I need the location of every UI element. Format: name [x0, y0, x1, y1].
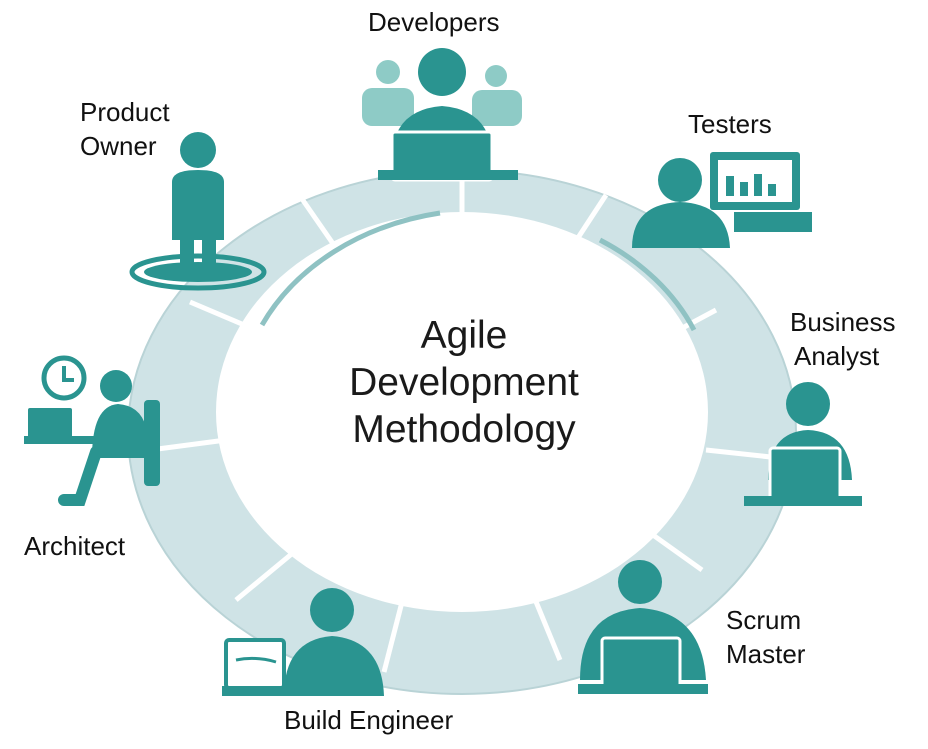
center-title-line-2: Development — [349, 361, 579, 404]
center-title-line-1: Agile — [420, 314, 508, 357]
build-engineer-icon — [222, 588, 384, 696]
scrum-master-icon — [578, 560, 708, 694]
scrum-master-label-line-1: Scrum — [726, 605, 802, 635]
build-engineer-label: Build Engineer — [284, 705, 454, 735]
product-owner-label-line-2: Owner — [80, 131, 157, 161]
methodology-ring — [127, 150, 797, 695]
testers-label: Testers — [688, 109, 772, 139]
developers-label: Developers — [368, 7, 500, 37]
developers-icon — [362, 48, 522, 182]
product-owner-icon — [129, 132, 267, 291]
center-title: Agile Development Methodology — [314, 312, 614, 453]
business-analyst-label-line-1: Business — [790, 307, 896, 337]
scrum-master-label-line-2: Master — [726, 639, 806, 669]
architect-icon — [24, 355, 160, 506]
business-analyst-icon — [744, 382, 862, 506]
architect-label: Architect — [24, 531, 126, 561]
center-title-line-3: Methodology — [352, 408, 576, 451]
business-analyst-label-line-2: Analyst — [794, 341, 880, 371]
testers-icon — [632, 152, 812, 248]
product-owner-label-line-1: Product — [80, 97, 170, 127]
